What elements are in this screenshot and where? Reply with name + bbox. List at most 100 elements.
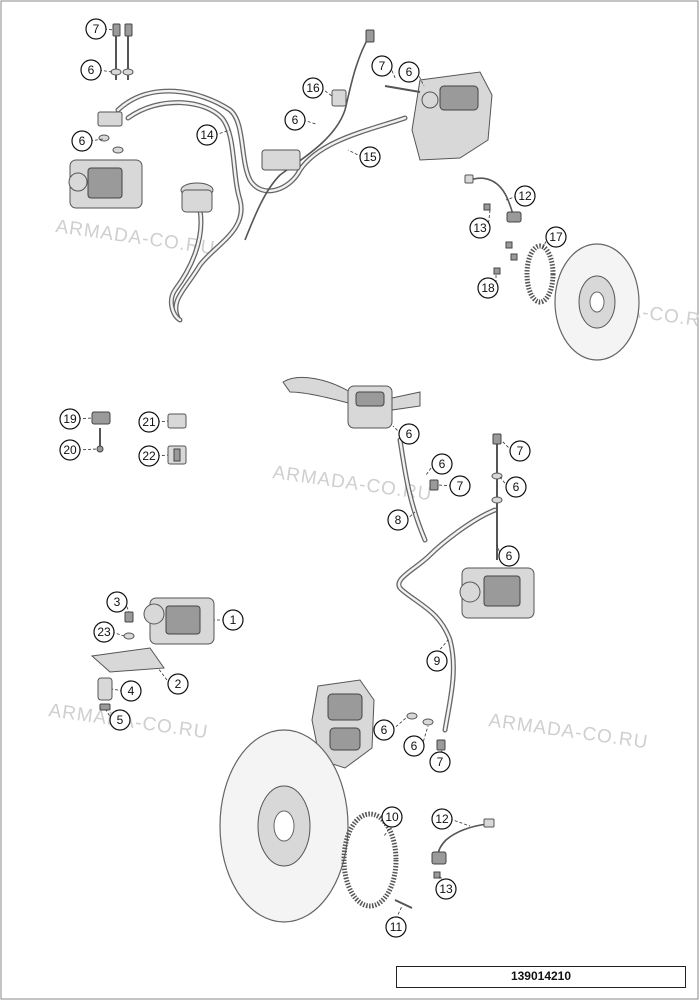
callout-label: 7 <box>379 59 386 73</box>
callout-label: 20 <box>63 443 77 457</box>
callout-label: 3 <box>114 595 121 609</box>
callout-3: 3 <box>106 591 128 613</box>
callout-label: 23 <box>97 625 111 639</box>
watermark: ARMADA-CO.RU <box>54 216 216 259</box>
callout-14: 14 <box>196 124 218 146</box>
callout-label: 13 <box>439 882 453 896</box>
callout-7: 7 <box>85 18 107 40</box>
top-reservoir <box>180 182 214 213</box>
callout-label: 16 <box>306 81 320 95</box>
callout-circle <box>59 439 81 461</box>
callout-label: 13 <box>473 221 487 235</box>
callout-7: 7 <box>371 55 393 77</box>
callout-13: 13 <box>469 217 491 239</box>
document-number: 139014210 <box>510 969 572 983</box>
callout-label: 7 <box>93 22 100 36</box>
callout-label: 12 <box>435 812 449 826</box>
callout-9: 9 <box>426 650 448 672</box>
callout-6: 6 <box>498 545 520 567</box>
callout-label: 11 <box>390 920 403 934</box>
callout-circle <box>359 146 381 168</box>
callout-circle <box>431 453 453 475</box>
callout-circle <box>514 185 536 207</box>
callout-label: 19 <box>63 412 77 426</box>
callout-circle <box>449 475 471 497</box>
callout-label: 6 <box>79 134 86 148</box>
callout-circle <box>403 735 425 757</box>
callout-circle <box>477 277 499 299</box>
callout-8: 8 <box>387 509 409 531</box>
top-abs-unit <box>68 111 143 209</box>
callout-11: 11 <box>385 916 407 938</box>
callout-label: 12 <box>518 189 532 203</box>
callout-21: 21 <box>138 411 160 433</box>
callout-label: 8 <box>395 513 402 527</box>
callout-circle <box>469 217 491 239</box>
callout-13: 13 <box>435 878 457 900</box>
callout-circle <box>167 673 189 695</box>
callout-circle <box>431 808 453 830</box>
callout-circle <box>284 109 306 131</box>
callout-23: 23 <box>93 621 115 643</box>
callout-circle <box>138 411 160 433</box>
callout-circle <box>109 709 131 731</box>
callout-10: 10 <box>381 806 403 828</box>
callout-label: 6 <box>411 739 418 753</box>
callout-circle <box>59 408 81 430</box>
callout-6: 6 <box>398 61 420 83</box>
callout-circle <box>106 591 128 613</box>
callout-6: 6 <box>284 109 306 131</box>
callout-label: 21 <box>142 415 156 429</box>
callout-circle <box>196 124 218 146</box>
top-bolts <box>98 23 134 154</box>
abs-unit-assembly <box>90 597 215 711</box>
top-sensor-wire <box>244 29 375 241</box>
rear-ring <box>524 243 556 305</box>
callout-6: 6 <box>398 423 420 445</box>
callout-circle <box>80 59 102 81</box>
clip-parts <box>91 411 187 465</box>
callout-6: 6 <box>71 130 93 152</box>
callout-label: 7 <box>437 755 444 769</box>
front-lever-master-cylinder <box>282 376 421 429</box>
callout-label: 6 <box>292 113 299 127</box>
front-caliper <box>311 679 375 769</box>
callout-label: 7 <box>517 444 524 458</box>
callout-label: 22 <box>142 449 156 463</box>
callout-circle <box>498 545 520 567</box>
callout-6: 6 <box>431 453 453 475</box>
callout-circle <box>371 55 393 77</box>
callout-6: 6 <box>403 735 425 757</box>
callout-label: 18 <box>481 281 495 295</box>
callout-circle <box>398 61 420 83</box>
top-brake-lines <box>115 88 408 323</box>
callout-5: 5 <box>109 709 131 731</box>
callout-circle <box>435 878 457 900</box>
callout-label: 6 <box>513 480 520 494</box>
watermark: ARMADA-CO.RU <box>487 710 649 753</box>
callout-circle <box>85 18 107 40</box>
callout-label: 14 <box>200 128 214 142</box>
front-abs-unit-top <box>459 567 535 619</box>
callout-circle <box>71 130 93 152</box>
callout-label: 6 <box>439 457 446 471</box>
callout-circle <box>93 621 115 643</box>
callout-label: 4 <box>128 684 135 698</box>
callout-15: 15 <box>359 146 381 168</box>
callout-circle <box>302 77 324 99</box>
callout-label: 9 <box>434 654 441 668</box>
callout-2: 2 <box>167 673 189 695</box>
callout-4: 4 <box>120 680 142 702</box>
rear-brake-disc <box>554 243 640 361</box>
callout-circle <box>387 509 409 531</box>
rear-caliper <box>384 71 493 161</box>
callout-circle <box>505 476 527 498</box>
callout-16: 16 <box>302 77 324 99</box>
front-ring <box>341 811 399 909</box>
callout-6: 6 <box>373 719 395 741</box>
callout-label: 7 <box>457 479 464 493</box>
callout-20: 20 <box>59 439 81 461</box>
